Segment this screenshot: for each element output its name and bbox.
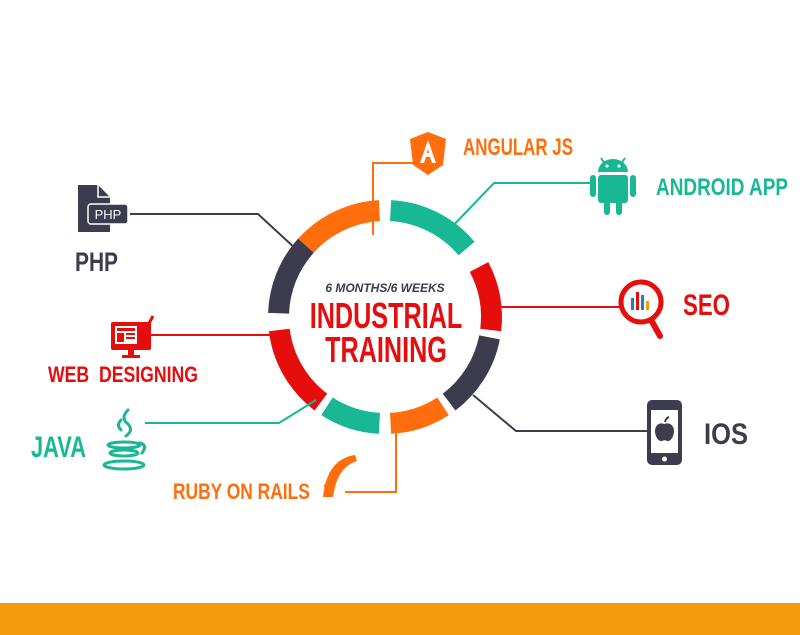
arc-ruby: [390, 397, 449, 434]
label-angular-js: ANGULAR JS: [463, 134, 573, 161]
seo-magnifier-icon: [618, 279, 664, 339]
iphone-apple-icon: [647, 400, 682, 465]
connector-php: [130, 213, 298, 251]
label-java: JAVA: [31, 431, 86, 464]
label-ruby-on-rails: RUBY ON RAILS: [173, 479, 310, 504]
footer-bar: [0, 603, 800, 635]
connector-ruby: [345, 420, 397, 493]
connector-java: [145, 399, 317, 424]
ring: [268, 200, 502, 434]
php-file-icon: PHP: [78, 185, 129, 232]
rails-icon: [323, 455, 357, 497]
label-android-app: ANDROID APP: [656, 174, 788, 201]
svg-text:PHP: PHP: [95, 207, 122, 222]
arc-java: [321, 397, 380, 434]
connector-angular: [372, 162, 413, 235]
angular-shield-icon: [410, 132, 446, 175]
java-coffee-cup-icon: [102, 408, 147, 471]
label-web-designing: WEB DESIGNING: [48, 362, 198, 387]
label-php: PHP: [75, 247, 118, 277]
android-robot-icon: [590, 157, 636, 215]
center-title-line2: TRAINING: [325, 329, 447, 370]
web-design-monitor-icon: [111, 315, 155, 358]
label-seo: SEO: [683, 289, 730, 322]
arc-seo: [469, 262, 502, 332]
arc-ios: [442, 335, 500, 411]
connector-android: [446, 182, 590, 233]
arc-android: [390, 200, 475, 256]
center-subtitle: 6 MONTHS/6 WEEKS: [325, 281, 444, 295]
arc-php: [268, 238, 314, 314]
connector-ios: [472, 394, 648, 432]
arc-web: [268, 328, 328, 411]
label-ios: IOS: [704, 418, 748, 451]
center-title-line1: INDUSTRIAL: [309, 295, 463, 336]
